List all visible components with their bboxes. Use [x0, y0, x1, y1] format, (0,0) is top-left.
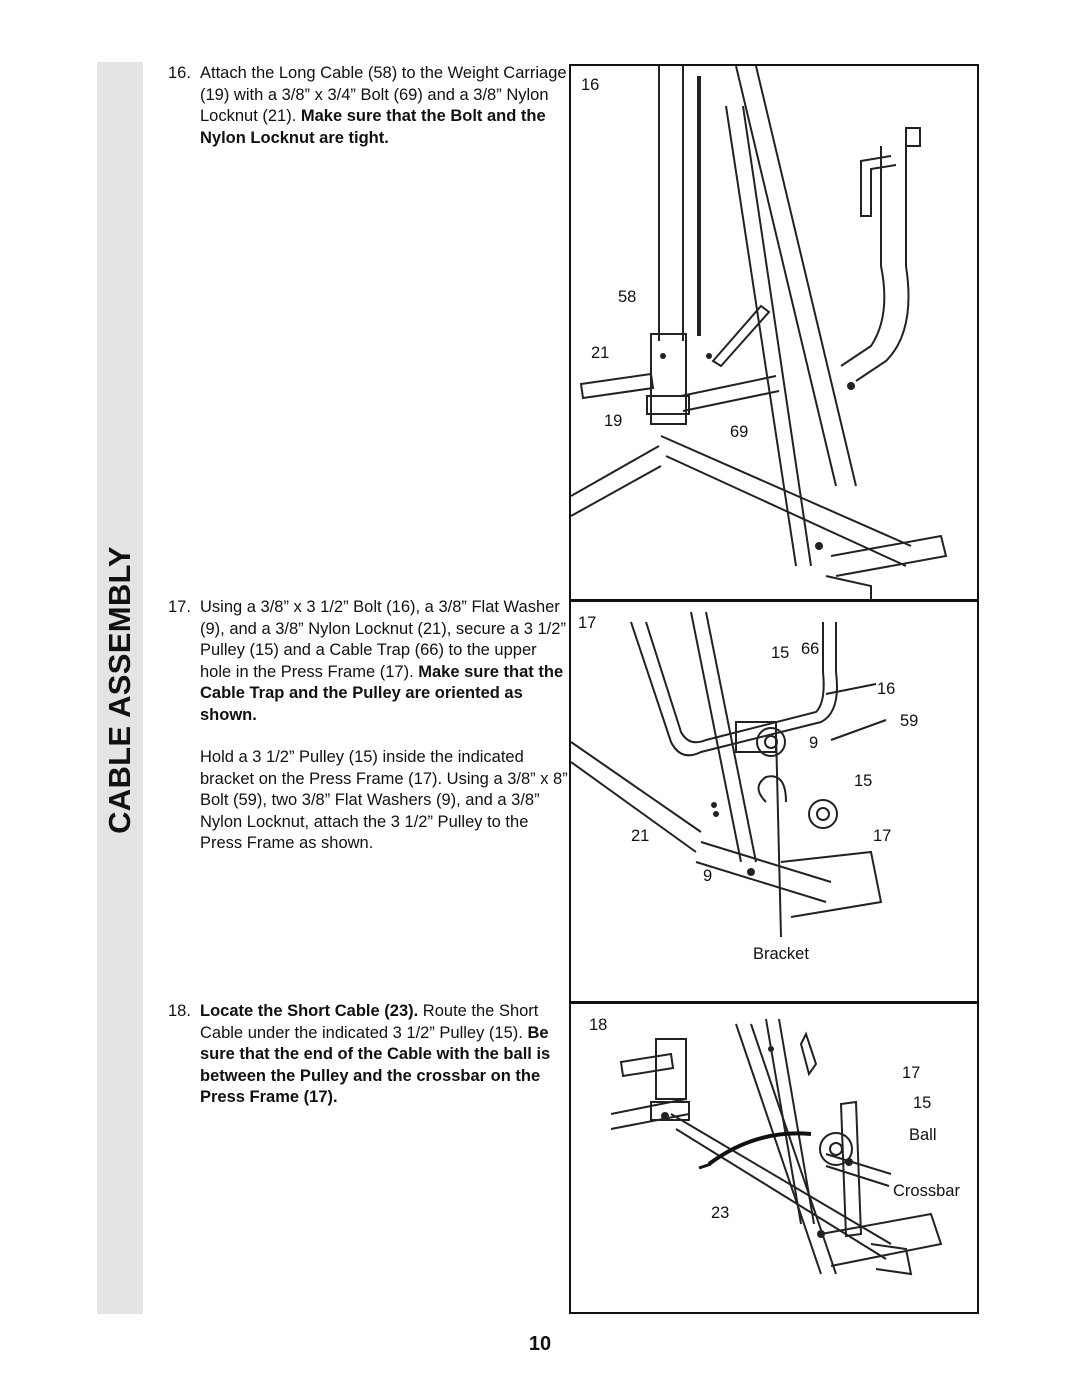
- step-text: Using a 3/8” x 3 1/2” Bolt (16), a 3/8” …: [200, 598, 566, 681]
- callout-bracket: Bracket: [753, 945, 809, 963]
- figure-18-drawing: [610, 1018, 943, 1276]
- step-warning: Make sure that the Cable Trap and the Pu…: [200, 662, 564, 724]
- step-number: 16.: [168, 64, 191, 82]
- step-warning: Make sure that the Bolt and the Nylon Lo…: [200, 107, 546, 147]
- callout-bolt-long: 59: [900, 712, 919, 730]
- figure-17-drawing: [571, 611, 887, 938]
- callout-ball: Ball: [909, 1126, 937, 1144]
- callout-long-cable: 58: [618, 288, 637, 306]
- callout-nylon-locknut: 21: [631, 827, 650, 845]
- sidebar-band: [97, 62, 143, 1314]
- callout-crossbar: Crossbar: [893, 1182, 960, 1200]
- step-18: 18. Locate the Short Cable (23). Route t…: [168, 1001, 568, 1109]
- step-16: 16. Attach the Long Cable (58) to the We…: [168, 63, 568, 149]
- callout-press-frame: 17: [873, 827, 892, 845]
- callout-bolt: 69: [730, 423, 749, 441]
- figure-step-label: 16: [581, 76, 600, 94]
- step-text: Route the Short Cable under the indicate…: [200, 1002, 539, 1042]
- callout-flat-washer-lower: 9: [703, 867, 713, 885]
- callout-pulley-lower: 15: [854, 772, 873, 790]
- callout-nylon-locknut: 21: [591, 344, 610, 362]
- callout-short-cable: 23: [711, 1204, 730, 1222]
- figure-16-drawing: [571, 66, 948, 599]
- step-lead: Locate the Short Cable (23).: [200, 1002, 419, 1020]
- step-warning: Be sure that the end of the Cable with t…: [200, 1023, 551, 1107]
- callout-flat-washer: 9: [809, 734, 819, 752]
- figure-16: 16 58 21 19 69: [569, 64, 979, 601]
- callout-pulley: 15: [771, 644, 790, 662]
- callout-weight-carriage: 19: [604, 412, 623, 430]
- callout-cable-trap: 66: [801, 640, 820, 658]
- figure-step-label: 18: [589, 1016, 608, 1034]
- callout-pulley: 15: [913, 1094, 932, 1112]
- step-17: 17. Using a 3/8” x 3 1/2” Bolt (16), a 3…: [168, 597, 568, 855]
- step-text: Attach the Long Cable (58) to the Weight…: [200, 64, 567, 125]
- figure-step-label: 17: [578, 614, 597, 632]
- page-number: 10: [528, 1333, 552, 1355]
- callout-press-frame: 17: [902, 1064, 921, 1082]
- section-title: CABLE ASSEMBLY: [102, 546, 137, 834]
- step-number: 17.: [168, 598, 191, 616]
- step-text-continued: Hold a 3 1/2” Pulley (15) inside the ind…: [200, 748, 568, 852]
- step-number: 18.: [168, 1002, 191, 1020]
- figure-18: 18 17 15 Ball Crossbar 23: [569, 1002, 979, 1314]
- figure-17: 17 15 66 16 59 9 15 21 17 9 Bracket: [569, 600, 979, 1003]
- callout-bolt-short: 16: [877, 680, 896, 698]
